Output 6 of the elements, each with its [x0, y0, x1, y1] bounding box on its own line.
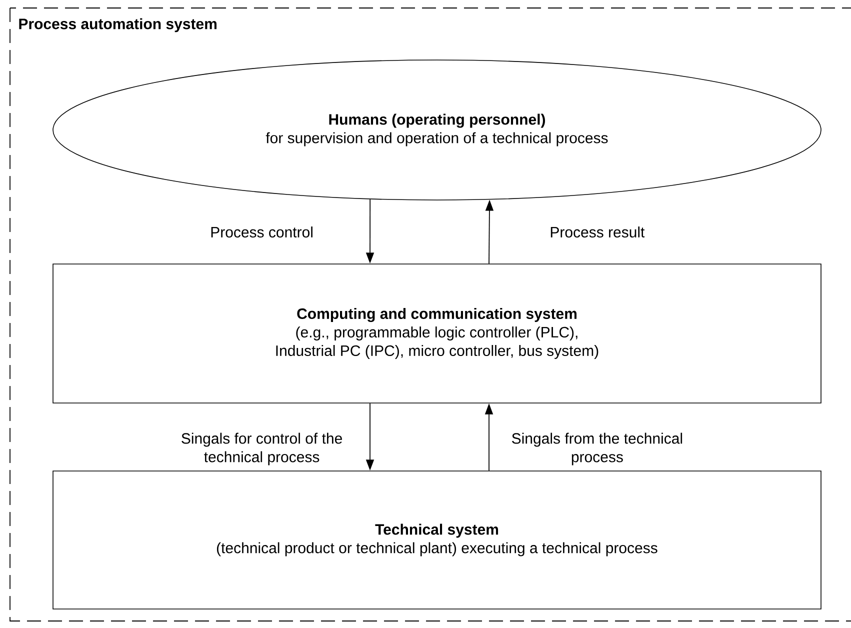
system-box: Computing and communication system (e.g., programmable logic controller (PLC), Industrial PC (IPC), micro controller, bus system)	[52, 264, 822, 404]
edge-label: Process result	[550, 226, 645, 238]
edge-label: Singals for control of the technical process	[182, 432, 342, 466]
system-box: Technical system (technical product or technical plant) executing a technical process	[52, 470, 822, 610]
edge-label: Process control	[211, 226, 312, 238]
edge-label: Singals from the technical process	[512, 432, 682, 466]
